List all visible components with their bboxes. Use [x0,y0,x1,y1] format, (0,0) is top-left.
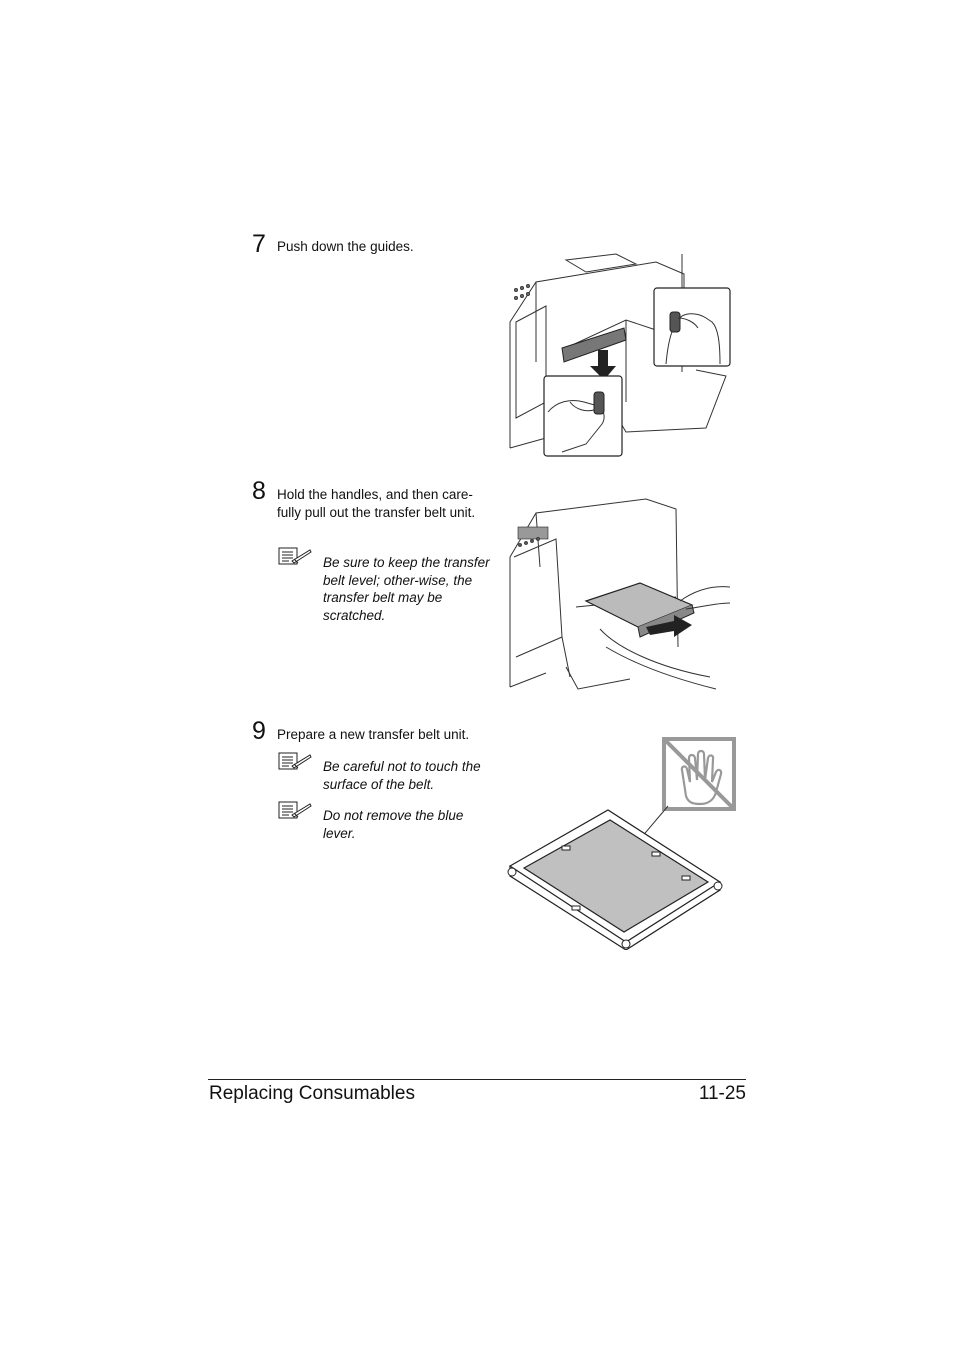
footer-page-number: 11-25 [698,1083,746,1104]
step-8-number: 8 [252,477,266,505]
step-9-number: 9 [252,717,266,745]
footer-section-title: Replacing Consumables [209,1083,415,1104]
step-8-note: Be sure to keep the transfer belt level;… [323,555,490,623]
no-touch-hand-icon [662,737,736,811]
transfer-belt-unit-illustration [507,737,736,950]
pull-out-transfer-belt-illustration [509,498,731,690]
note-pencil-icon [278,801,312,819]
step-9-text: Prepare a new transfer belt unit. [277,727,470,742]
step-9-note-2: Do not remove the blue lever. [323,808,464,841]
note-pencil-icon [278,547,312,565]
step-9-note-1: Be careful not to touch the surface of t… [323,759,481,792]
footer-rule [208,1079,746,1080]
step-8-text: Hold the handles, and then care-fully pu… [277,487,476,520]
note-pencil-icon [278,752,312,770]
push-down-guides-illustration [509,253,731,457]
step-7-text: Push down the guides. [277,239,414,254]
step-7-number: 7 [252,230,266,258]
